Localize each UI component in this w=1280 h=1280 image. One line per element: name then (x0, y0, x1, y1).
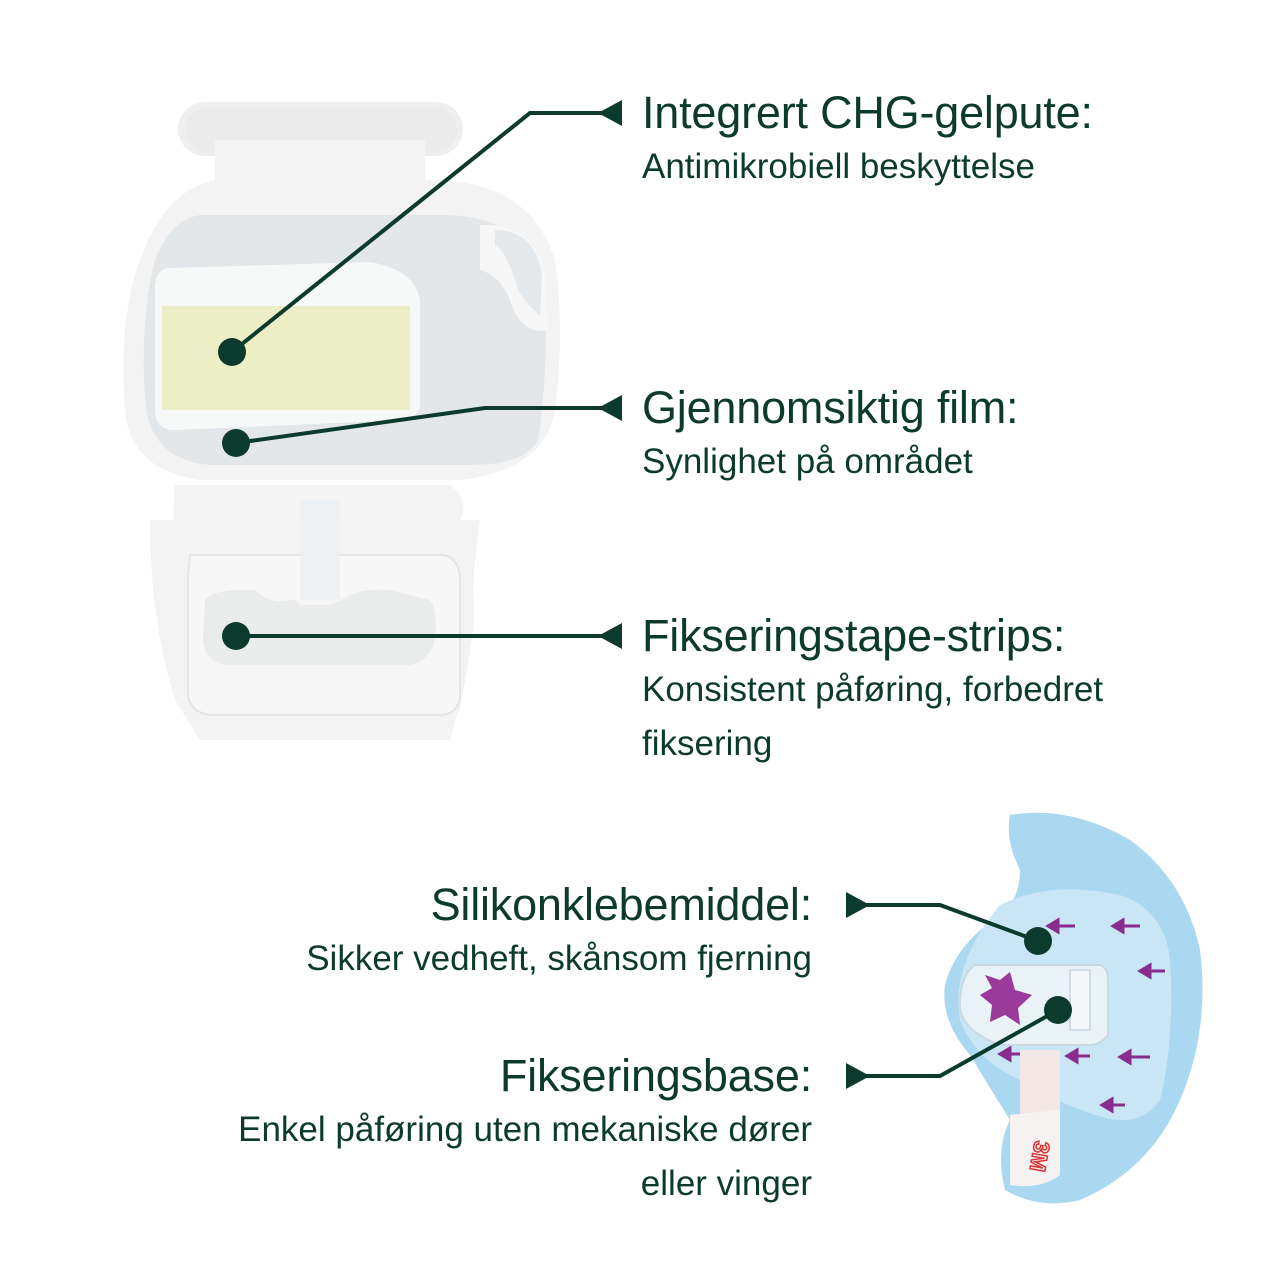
brand-3m-mark: 3M (1025, 1139, 1055, 1173)
callout-transparent-film: Gjennomsiktig film: Synlighet på området (642, 381, 1019, 489)
silicone-dot-icon (1024, 927, 1052, 955)
pointer-arrow-icon (598, 100, 622, 126)
tape-strips-dot-icon (222, 622, 250, 650)
callout-fixation-base: Fikseringsbase: Enkel påføring uten meka… (238, 1049, 812, 1211)
callout-description: Synlighet på området (642, 442, 973, 481)
gel-pad-dot-icon (218, 338, 246, 366)
bottom-dressing-image: 3M (944, 812, 1203, 1204)
top-dressing-image (123, 102, 560, 740)
callout-lines (230, 111, 1059, 1078)
pointer-arrow-icon (598, 623, 622, 649)
callout-silicone-adhesive: Silikonklebemiddel: Sikker vedheft, skån… (306, 878, 812, 986)
callout-gel-pad: Integrert CHG-gelpute: Antimikrobiell be… (642, 86, 1093, 194)
film-dot-icon (222, 429, 250, 457)
callout-title: Fikseringsbase: (499, 1050, 812, 1101)
callout-title: Fikseringstape-strips: (642, 610, 1066, 661)
base-dot-icon (1044, 996, 1072, 1024)
callout-title: Silikonklebemiddel: (430, 879, 813, 930)
callout-title: Integrert CHG-gelpute: (642, 87, 1093, 138)
pointer-arrow-icon (846, 1063, 870, 1089)
callout-description: fiksering (642, 724, 773, 763)
callout-description: Antimikrobiell beskyttelse (642, 147, 1035, 186)
pointer-arrow-icon (598, 395, 622, 421)
callout-markers (218, 100, 1072, 1089)
callout-tape-strips: Fikseringstape-strips: Konsistent påføri… (642, 609, 1103, 771)
callout-description: Konsistent påføring, forbedret (642, 670, 1104, 709)
pointer-arrow-icon (846, 892, 870, 918)
callout-description: eller vinger (640, 1164, 812, 1203)
callout-title: Gjennomsiktig film: (642, 382, 1019, 433)
callout-description: Sikker vedheft, skånsom fjerning (306, 939, 812, 978)
callout-description: Enkel påføring uten mekaniske dører (238, 1110, 812, 1149)
